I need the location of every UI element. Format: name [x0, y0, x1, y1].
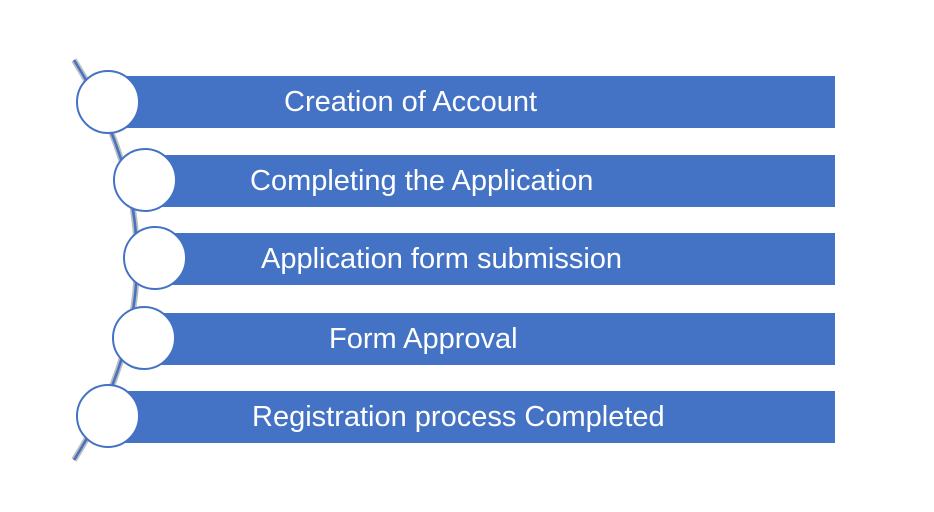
step-bar-completing-the-application: Completing the Application [147, 155, 835, 207]
step-bullet-icon [76, 384, 140, 448]
step-bullet-icon [112, 306, 176, 370]
step-label: Completing the Application [250, 164, 594, 197]
step-label: Creation of Account [284, 85, 538, 118]
step-bullet-icon [123, 226, 187, 290]
step-bullet-icon [76, 70, 140, 134]
step-bar-creation-of-account: Creation of Account [108, 76, 835, 128]
step-bar-application-form-submission: Application form submission [157, 233, 835, 285]
step-label: Registration process Completed [252, 400, 665, 433]
step-label: Form Approval [329, 322, 518, 355]
step-bullet-icon [113, 148, 177, 212]
step-bar-registration-process-completed: Registration process Completed [108, 391, 835, 443]
step-label: Application form submission [261, 242, 623, 275]
step-bar-form-approval: Form Approval [147, 313, 835, 365]
